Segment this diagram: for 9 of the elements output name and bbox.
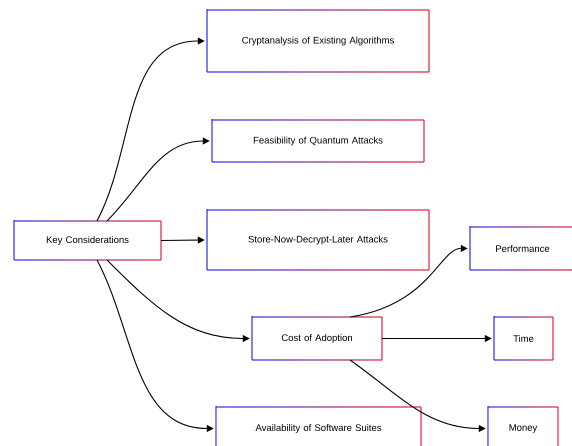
process-box: Performance (469, 226, 572, 271)
process-box: Time (493, 316, 554, 361)
process-box: Cryptanalysis of Existing Algorithms (206, 9, 430, 73)
process-box: Money (487, 406, 559, 446)
process-box: Key Considerations (13, 220, 162, 261)
process-box: Cost of Adoption (251, 316, 383, 361)
process-box: Availability of Software Suites (215, 406, 422, 446)
process-box: Store-Now-Decrypt-Later Attacks (206, 209, 430, 271)
process-box: Feasibility of Quantum Attacks (211, 119, 425, 163)
